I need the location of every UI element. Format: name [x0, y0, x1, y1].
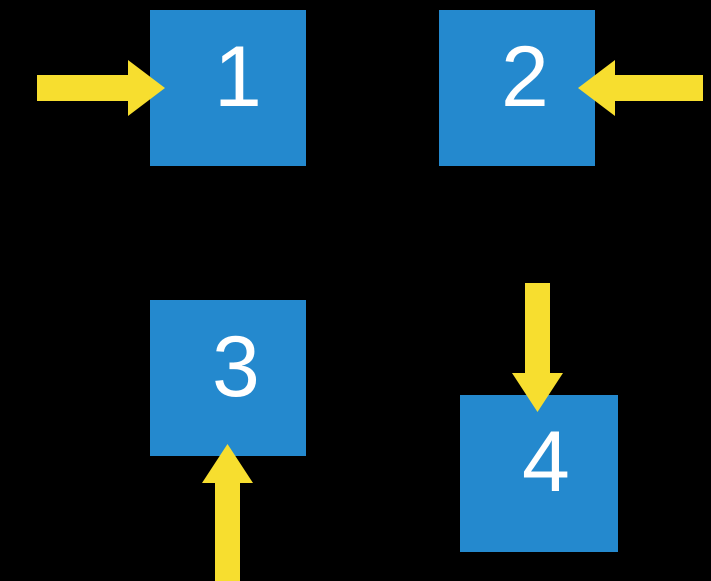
node-label-4: 4 — [522, 414, 570, 510]
node-label-3: 3 — [212, 319, 260, 415]
node-box-4[interactable]: 4 — [460, 395, 618, 552]
node-box-2[interactable]: 2 — [439, 10, 595, 166]
arrow-up-into-node-3-icon — [202, 444, 253, 581]
arrow-right-into-node-1-icon — [37, 60, 165, 116]
arrow-down-into-node-4-icon — [512, 283, 563, 412]
node-box-1[interactable]: 1 — [150, 10, 306, 166]
node-label-1: 1 — [214, 29, 262, 125]
node-box-3[interactable]: 3 — [150, 300, 306, 456]
node-label-2: 2 — [501, 29, 549, 125]
arrow-left-into-node-2-icon — [578, 60, 703, 116]
